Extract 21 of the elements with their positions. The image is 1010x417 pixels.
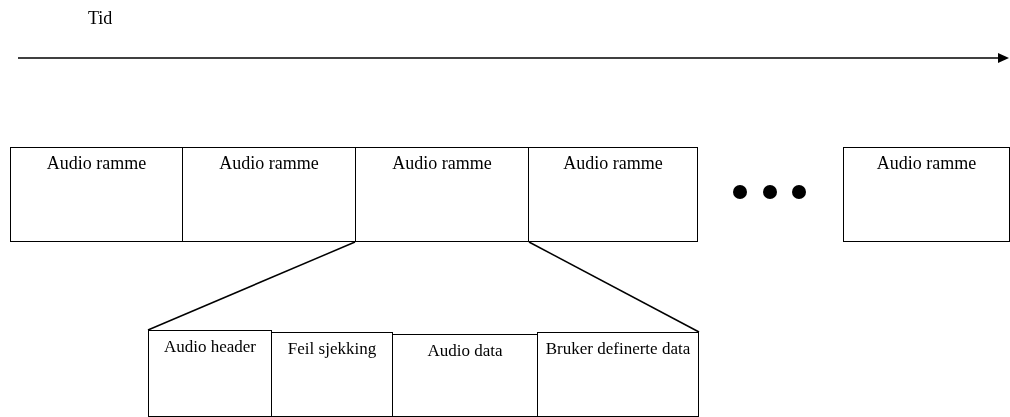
frame-label: Bruker definerte data — [545, 338, 691, 360]
frame-label: Audio ramme — [392, 152, 492, 175]
frame-label: Audio data — [427, 340, 503, 362]
frame-label: Audio header — [163, 336, 257, 358]
frame-label: Audio ramme — [46, 152, 147, 175]
frame-label: Audio ramme — [563, 152, 663, 175]
frame-box — [271, 332, 393, 417]
expansion-line — [147, 241, 356, 331]
frame-box — [392, 334, 538, 417]
frame-box — [148, 330, 272, 417]
expansion-line — [528, 241, 700, 333]
time-label: Tid — [88, 8, 113, 29]
frame-label: Feil sjekking — [287, 338, 377, 360]
frame-label: Audio ramme — [876, 152, 977, 175]
frame-label: Audio ramme — [219, 152, 319, 175]
frame-box — [182, 147, 356, 242]
frame-box — [843, 147, 1010, 242]
frame-box — [355, 147, 529, 242]
frame-box — [10, 147, 183, 242]
frame-box — [528, 147, 698, 242]
frame-box — [537, 332, 699, 417]
